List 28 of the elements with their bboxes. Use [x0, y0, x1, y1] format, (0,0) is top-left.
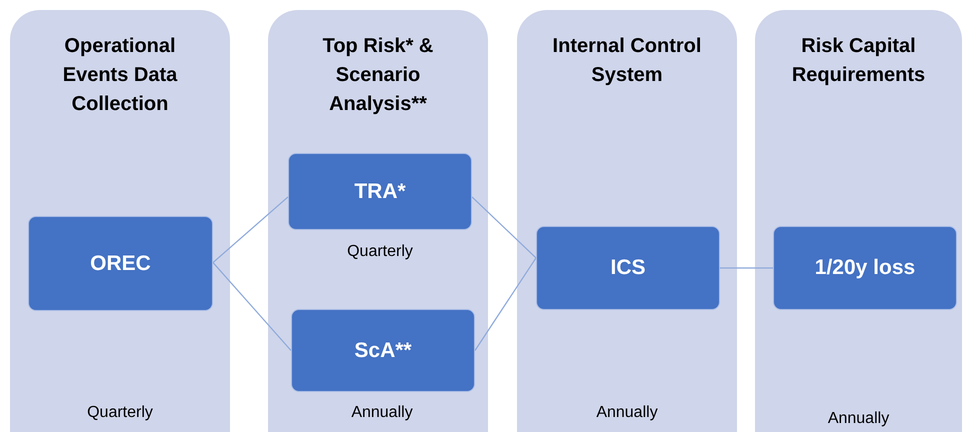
- connector-line: [720, 267, 773, 269]
- box-label: 1/20y loss: [814, 256, 916, 280]
- process-box: [536, 226, 720, 310]
- connector-line: [472, 196, 536, 258]
- column-panel: [10, 10, 230, 432]
- connector-line: [212, 262, 292, 351]
- frequency-label: Quarterly: [347, 243, 413, 261]
- frequency-label: Annually: [826, 410, 890, 428]
- frequency-label: Annually: [595, 404, 659, 422]
- column-panel: [517, 10, 737, 432]
- column-heading: Risk Capital Requirements: [790, 34, 926, 88]
- process-box: [28, 216, 213, 311]
- process-box: [288, 153, 472, 230]
- column-panel: [268, 10, 488, 432]
- column-heading: Top Risk* & Scenario Analysis**: [322, 34, 434, 117]
- box-label: ScA**: [354, 338, 412, 362]
- box-label: OREC: [90, 252, 151, 276]
- box-label: TRA*: [354, 180, 406, 204]
- process-box: [773, 226, 957, 310]
- connector-line: [474, 258, 536, 351]
- box-label: ICS: [610, 256, 646, 280]
- frequency-label: Quarterly: [86, 404, 154, 422]
- frequency-label: Annually: [351, 404, 413, 422]
- column-panel: [755, 10, 962, 432]
- column-heading: Operational Events Data Collection: [62, 34, 178, 117]
- column-heading: Internal Control System: [552, 34, 702, 88]
- process-box: [291, 309, 475, 392]
- connector-line: [212, 196, 288, 263]
